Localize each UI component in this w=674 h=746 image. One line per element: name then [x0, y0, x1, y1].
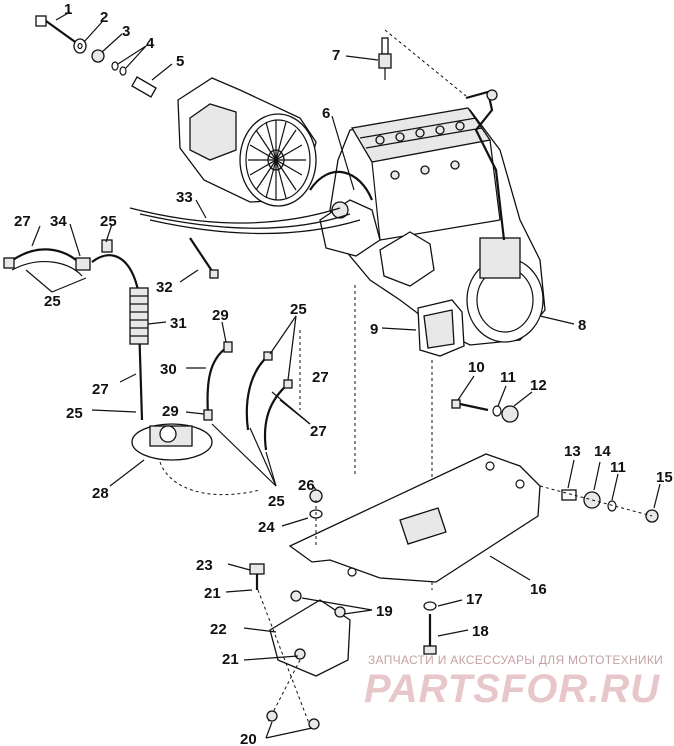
callout-1: 1 [64, 1, 72, 18]
callout-34: 34 [50, 213, 67, 230]
bolt-1 [35, 15, 79, 45]
callout-12: 12 [530, 377, 547, 394]
callout-27c: 27 [14, 213, 31, 230]
callout-27a: 27 [92, 381, 109, 398]
callout-18: 18 [472, 623, 489, 640]
callout-6: 6 [322, 105, 330, 122]
bolt-23 [249, 563, 265, 590]
o-rings-4 [111, 61, 127, 76]
callout-29b: 29 [162, 403, 179, 420]
bushing-12 [501, 405, 519, 423]
callout-3: 3 [122, 23, 130, 40]
fuel-filter-31 [129, 287, 149, 345]
callout-8: 8 [578, 317, 586, 334]
fuel-hose-27-mid [245, 355, 269, 431]
callout-25b: 25 [290, 301, 307, 318]
callout-13: 13 [564, 443, 581, 460]
washer-11 [492, 405, 502, 417]
callout-31: 31 [170, 315, 187, 332]
callout-28: 28 [92, 485, 109, 502]
fuel-pump-28 [131, 423, 261, 496]
watermark-tagline: ЗАПЧАСТИ И АКСЕССУАРЫ ДЛЯ МОТОТЕХНИКИ [368, 653, 663, 667]
washer-11b [607, 500, 617, 512]
callout-7: 7 [332, 47, 340, 64]
spacer-13 [561, 489, 577, 501]
callout-25e: 25 [100, 213, 117, 230]
callout-25c: 25 [268, 493, 285, 510]
callout-26: 26 [298, 477, 315, 494]
callout-14: 14 [594, 443, 611, 460]
nut-14 [583, 491, 601, 509]
callout-25d: 25 [44, 293, 61, 310]
fuel-line-27-top [3, 248, 91, 277]
bolt-10 [451, 399, 489, 412]
callout-2: 2 [100, 9, 108, 26]
callout-11b: 11 [610, 459, 626, 476]
tie-strap-32 [189, 237, 219, 279]
impulse-hose-30 [206, 347, 227, 415]
callout-9: 9 [370, 321, 378, 338]
callout-11: 11 [500, 369, 516, 386]
watermark: ЗАПЧАСТИ И АКСЕССУАРЫ ДЛЯ МОТОТЕХНИКИ PA… [364, 653, 663, 711]
callout-29a: 29 [212, 307, 229, 324]
callout-30: 30 [160, 361, 177, 378]
callout-19: 19 [376, 603, 393, 620]
callout-33: 33 [176, 189, 193, 206]
spacer-5 [131, 76, 157, 98]
callout-16: 16 [530, 581, 547, 598]
callout-10: 10 [468, 359, 485, 376]
callout-27d: 27 [312, 369, 329, 386]
drive-clutch [177, 77, 317, 207]
callout-25a: 25 [66, 405, 83, 422]
callout-5: 5 [176, 53, 184, 70]
callout-20: 20 [240, 731, 257, 746]
callout-23: 23 [196, 557, 213, 574]
callout-22: 22 [210, 621, 227, 638]
nuts-20 [266, 710, 320, 730]
bushing-3 [91, 49, 105, 63]
callout-21: 21 [204, 585, 221, 602]
watermark-brand: PARTSFOR.RU [364, 667, 660, 711]
callout-labels: 1 2 3 4 5 6 7 8 9 10 11 12 13 14 11 15 1… [14, 1, 673, 746]
washer-17 [423, 601, 437, 611]
engine-assembly [319, 107, 546, 346]
callout-27b: 27 [310, 423, 327, 440]
callout-4: 4 [146, 35, 155, 52]
spark-plug-7 [378, 37, 392, 80]
washer-2 [73, 38, 87, 54]
hose-top-right [465, 90, 506, 241]
callout-32: 32 [156, 279, 173, 296]
bolt-18 [423, 614, 437, 655]
leader-lines [25, 11, 661, 739]
callout-17: 17 [466, 591, 483, 608]
callout-21b: 21 [222, 651, 239, 668]
callout-24: 24 [258, 519, 275, 536]
exhaust-manifold-9 [417, 299, 465, 357]
engine-plate-16 [288, 453, 541, 583]
throttle-cables-33 [129, 170, 374, 235]
callout-15: 15 [656, 469, 673, 486]
